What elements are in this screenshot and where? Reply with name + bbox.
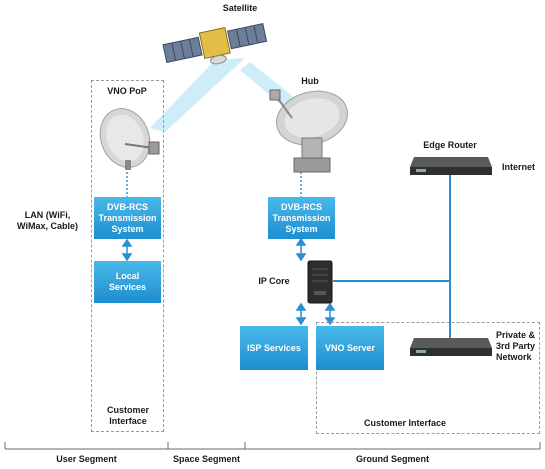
private-router-icon — [410, 338, 492, 356]
private-network-label: Private & 3rd Party Network — [496, 330, 536, 362]
customer-interface-left-label: Customer Interface — [106, 405, 149, 426]
customer-interface-right-label: Customer Interface — [363, 418, 447, 428]
vno-pop-label: VNO PoP — [107, 86, 147, 96]
user-segment-label: User Segment — [56, 454, 117, 464]
arrow-head-up — [295, 302, 307, 311]
vno-dish-icon — [99, 108, 160, 170]
space-segment-label: Space Segment — [172, 454, 241, 464]
internet-label: Internet — [501, 162, 535, 172]
ground-segment-label: Ground Segment — [355, 454, 429, 464]
beam-to-hub — [240, 62, 300, 108]
isp-services-box: ISP Services — [240, 326, 308, 370]
hub-label: Hub — [301, 76, 319, 86]
customer-interface-region — [316, 322, 540, 434]
vno-pop-region — [91, 80, 164, 432]
hub-antenna-icon — [269, 89, 348, 173]
edge-router-icon — [410, 157, 492, 175]
satellite-icon — [162, 23, 268, 65]
dvb-rcs-left-box: DVB-RCS Transmission System — [94, 197, 161, 239]
arrow-head-up — [295, 237, 307, 246]
beam-to-vno — [150, 58, 245, 132]
ip-core-server-icon — [307, 260, 333, 304]
arrow-head-up — [121, 238, 133, 247]
arrow-head-down — [295, 317, 307, 326]
satellite-label: Satellite — [222, 3, 258, 13]
local-services-box: Local Services — [94, 261, 161, 303]
arrow-head-down — [121, 253, 133, 262]
segment-bracket — [4, 442, 541, 450]
ip-core-label: IP Core — [258, 276, 290, 286]
edge-router-label: Edge Router — [423, 140, 477, 150]
arrow-head-down — [324, 317, 336, 326]
vno-server-box: VNO Server — [316, 326, 384, 370]
lan-label: LAN (WiFi, WiMax, Cable) — [17, 210, 78, 231]
arrow-head-up — [324, 302, 336, 311]
network-links — [333, 170, 451, 345]
arrow-head-down — [295, 253, 307, 262]
dvb-rcs-right-box: DVB-RCS Transmission System — [268, 197, 335, 239]
